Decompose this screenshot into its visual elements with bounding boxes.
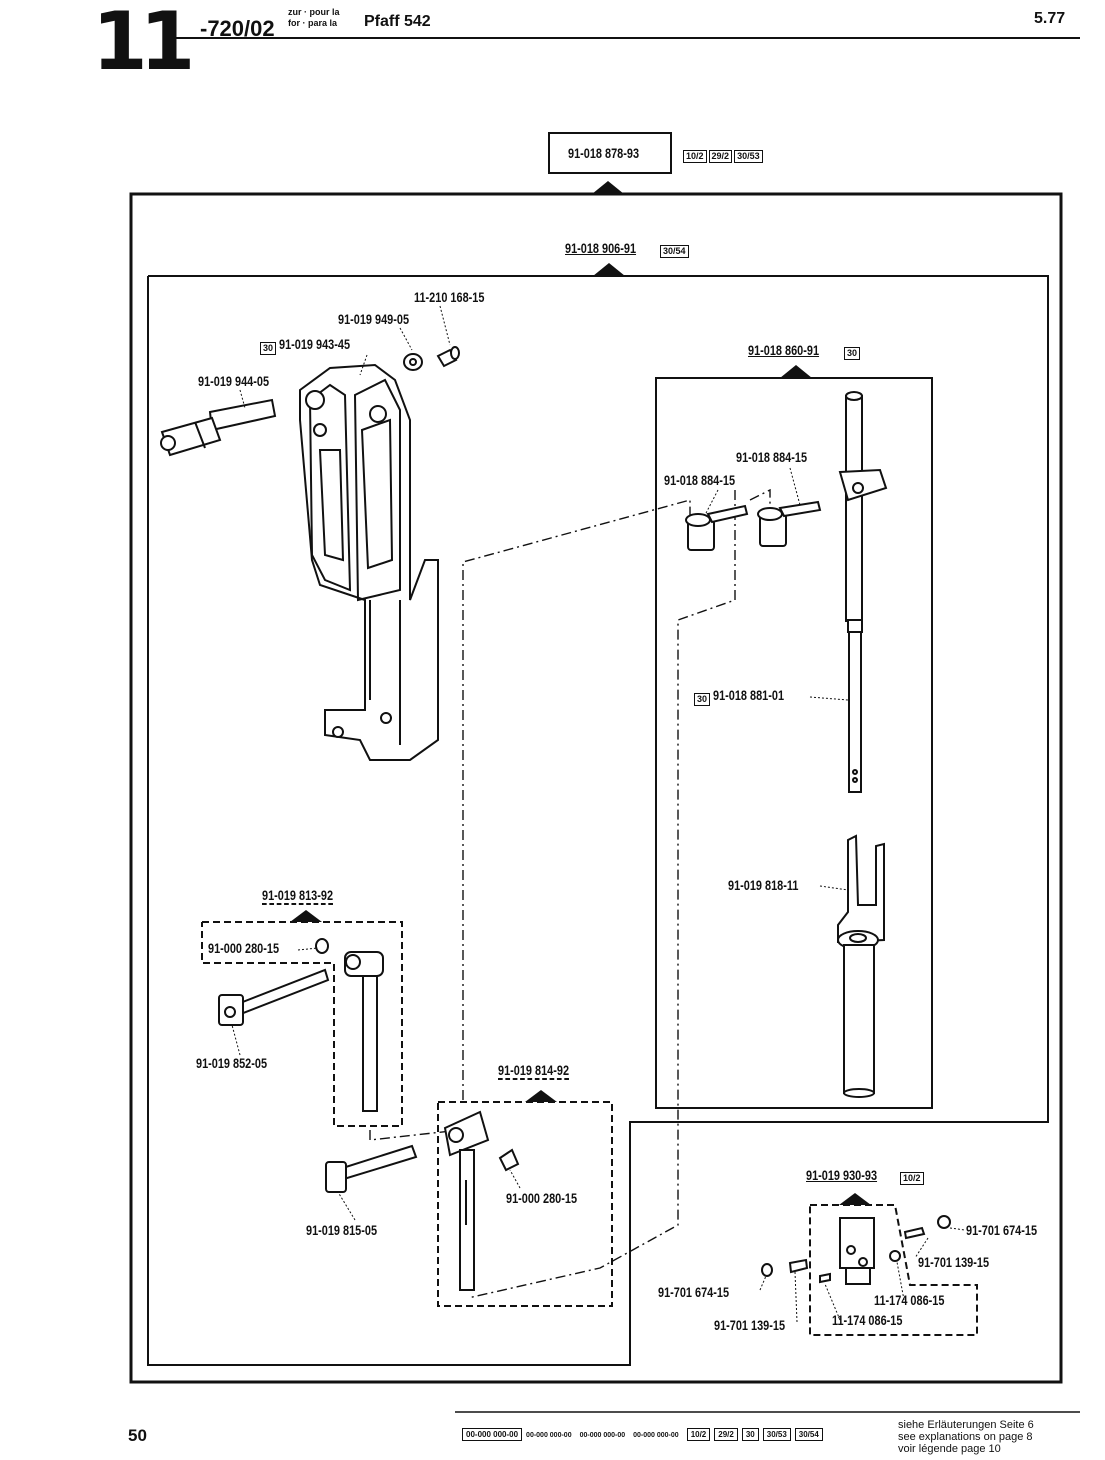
page-number: 50 (128, 1426, 147, 1445)
part-label: 11-174 086-15 (874, 1292, 945, 1308)
footer-tag: 30/53 (762, 1428, 791, 1441)
part-label: 91-019 818-11 (728, 877, 799, 893)
tag-10-2: 10/2 (683, 150, 707, 163)
part-label: 91-018 884-15 (736, 449, 808, 465)
part-label: 91-701 674-15 (966, 1222, 1038, 1238)
tag-30-53: 30/53 (734, 150, 763, 163)
part-label: 91-018 881-01 (713, 687, 785, 703)
part-label: 11-210 168-15 (414, 289, 485, 305)
footer-tag: 30 (741, 1428, 759, 1441)
part-label: 91-019 815-05 (306, 1222, 378, 1238)
assembly-number-right: 91-018 860-91 (748, 342, 820, 358)
tag-29-2: 29/2 (708, 150, 733, 163)
part-label: 91-701 139-15 (714, 1317, 786, 1333)
chapter-number: 11 (92, 0, 195, 88)
assembly-tag-main: 30/54 (658, 241, 689, 259)
footer-note-de: siehe Erläuterungen Seite 6 (898, 1419, 1034, 1431)
part-label: 91-019 944-05 (198, 373, 270, 389)
assembly-number-br-sub: 91-019 930-93 (806, 1167, 878, 1183)
catalog-code: -720/02 (200, 16, 275, 41)
assembly-number-top: 91-018 878-93 (568, 145, 640, 161)
part-label: 91-000 280-15 (208, 940, 280, 956)
assembly-number-main: 91-018 906-91 (565, 240, 637, 256)
part-label: 91-019 943-45 (279, 336, 351, 352)
footer-tag: 10/2 (686, 1428, 711, 1441)
machine-model: Pfaff 542 (364, 13, 431, 30)
footer-tag: 30/54 (794, 1428, 823, 1441)
part-tag: 30 (258, 338, 277, 356)
for-label-1: zur · pour la (288, 7, 340, 17)
issue-date: 5.77 (1034, 10, 1066, 27)
assembly-number-left-sub: 91-019 813-92 (262, 887, 334, 905)
assembly-tag-right: 30 (842, 343, 861, 361)
part-label: 91-701 674-15 (658, 1284, 730, 1300)
footer-code-boxed: 00-000 000-00 (462, 1428, 523, 1441)
footer-note-en: see explanations on page 8 (898, 1431, 1033, 1443)
part-label: 91-019 949-05 (338, 311, 410, 327)
footer-tag: 29/2 (714, 1428, 738, 1441)
part-label: 91-019 852-05 (196, 1055, 268, 1071)
assembly-tag-br-sub: 10/2 (898, 1168, 924, 1186)
footer-code: 00-000 000-00 (526, 1432, 572, 1439)
assembly-number-mid-sub: 91-019 814-92 (498, 1062, 570, 1080)
part-tag: 30 (692, 689, 711, 707)
part-label: 91-701 139-15 (918, 1254, 990, 1270)
for-label-2: for · para la (288, 18, 338, 28)
part-label: 91-018 884-15 (664, 472, 736, 488)
part-label: 11-174 086-15 (832, 1312, 903, 1328)
footer-code: 00-000 000-00 (579, 1432, 626, 1439)
footer-note-fr: voir légende page 10 (898, 1443, 1001, 1455)
part-label: 91-000 280-15 (506, 1190, 578, 1206)
footer-code: 00-000 000-00 (633, 1432, 679, 1439)
